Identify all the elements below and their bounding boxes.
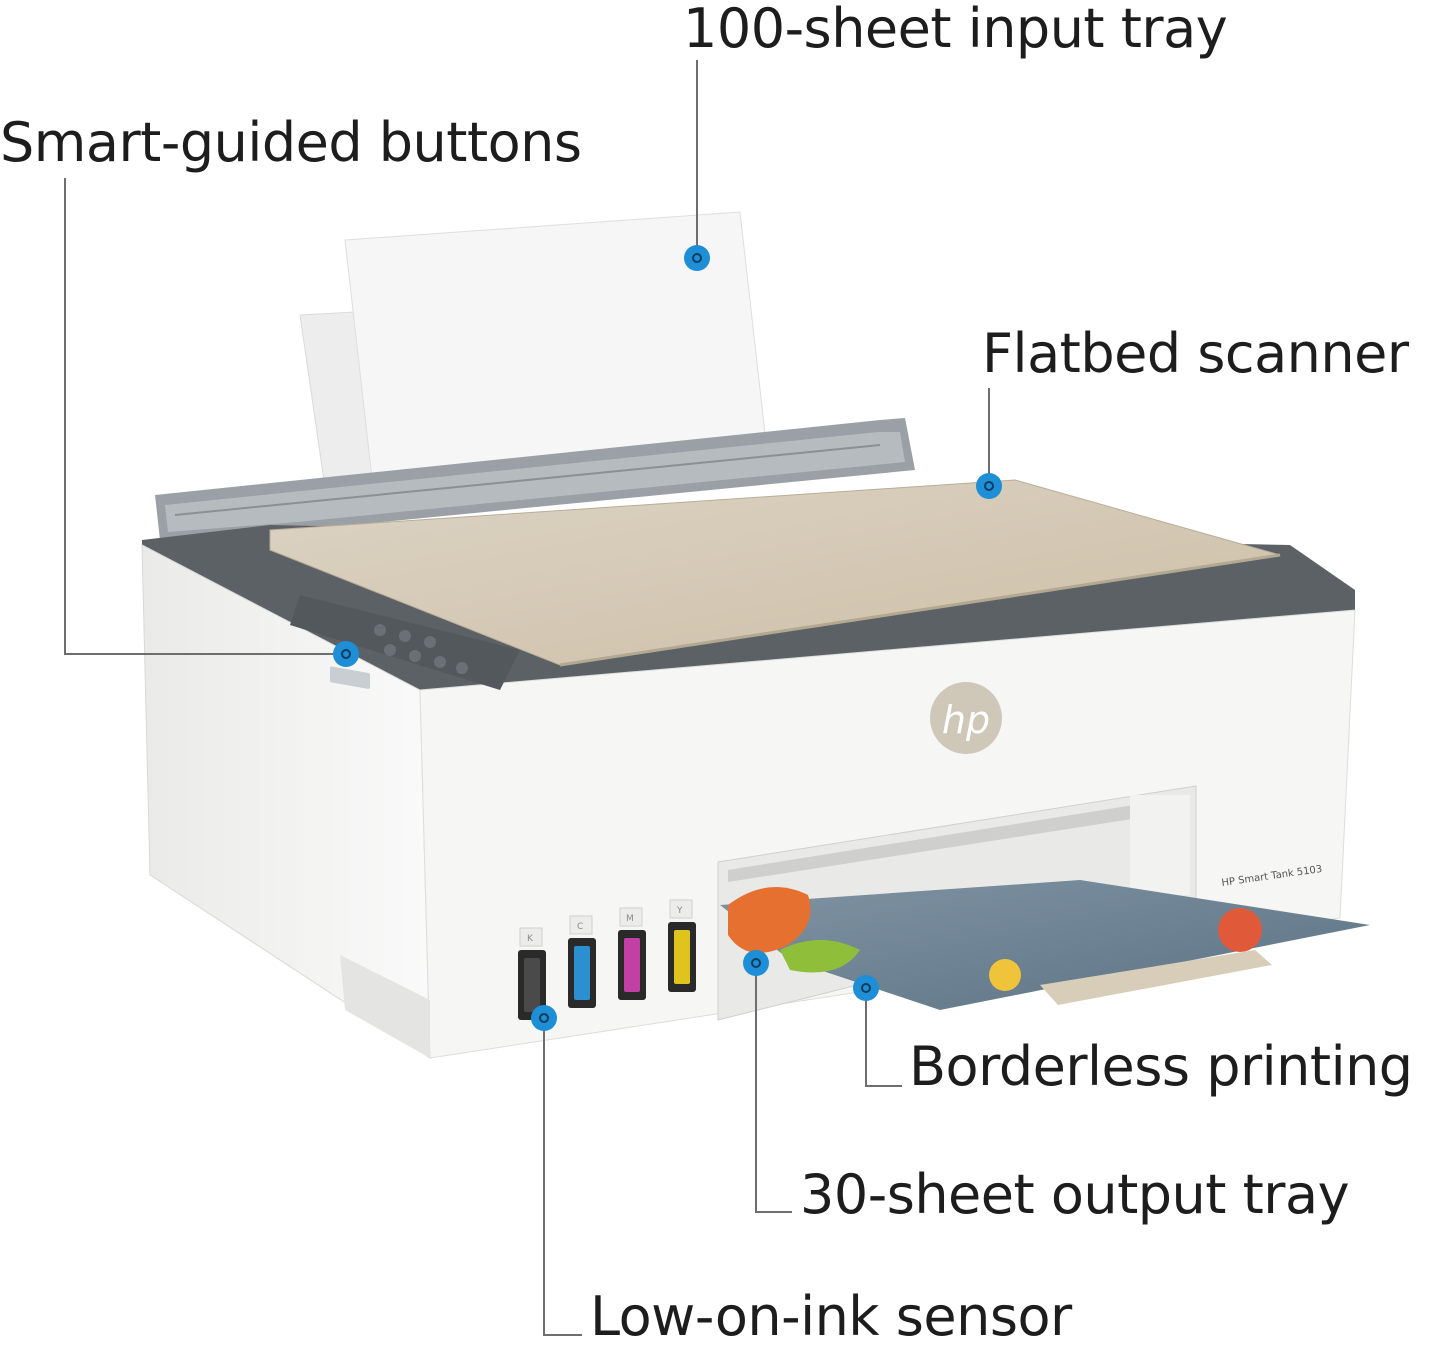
rear-cover <box>155 418 915 540</box>
panel-button[interactable] <box>409 650 421 662</box>
callout-output-tray: 30-sheet output tray <box>800 1163 1350 1226</box>
ink-tank-k: K <box>518 927 546 1020</box>
output-tray <box>1040 950 1272 1005</box>
tank-label: M <box>626 914 634 924</box>
marker-ink-sensor <box>531 1005 557 1031</box>
input-tray-paper <box>299 211 769 523</box>
hp-logo: hp <box>930 682 1002 754</box>
panel-button[interactable] <box>399 630 411 642</box>
callout-smart-buttons: Smart-guided buttons <box>0 111 582 174</box>
callout-ink-sensor: Low-on-ink sensor <box>590 1285 1072 1348</box>
leader-smart-buttons <box>64 178 346 655</box>
marker-output-tray <box>743 950 769 976</box>
ink-tank-y: Y <box>668 899 696 992</box>
panel-button[interactable] <box>456 662 468 674</box>
panel-button[interactable] <box>384 644 396 656</box>
marker-flatbed <box>976 473 1002 499</box>
tank-label: K <box>527 934 534 944</box>
callout-input-tray: 100-sheet input tray <box>683 0 1228 60</box>
control-panel-display <box>330 666 370 689</box>
marker-smart-buttons <box>333 641 359 667</box>
panel-button[interactable] <box>374 624 386 636</box>
leader-ink-sensor <box>543 1018 582 1336</box>
markers <box>333 245 1002 1031</box>
hp-logo-text: hp <box>942 698 990 742</box>
leader-lines <box>64 60 990 1336</box>
ink-tanks: K C M Y <box>518 899 696 1020</box>
control-panel <box>290 595 520 690</box>
ink-tank-m: M <box>618 907 646 1000</box>
flatbed-lid <box>269 479 1281 667</box>
tank-label: C <box>577 922 583 932</box>
panel-button[interactable] <box>434 656 446 668</box>
leader-output-tray <box>755 963 792 1213</box>
marker-borderless <box>853 975 879 1001</box>
printed-sheet <box>720 880 1370 1010</box>
callout-borderless-printing: Borderless printing <box>909 1035 1413 1098</box>
callout-flatbed-scanner: Flatbed scanner <box>982 322 1409 385</box>
panel-button[interactable] <box>424 636 436 648</box>
body-base <box>340 955 430 1058</box>
ink-tank-c: C <box>568 915 596 1008</box>
leader-borderless <box>865 988 902 1087</box>
tank-label: Y <box>676 906 683 916</box>
marker-input-tray <box>684 245 710 271</box>
